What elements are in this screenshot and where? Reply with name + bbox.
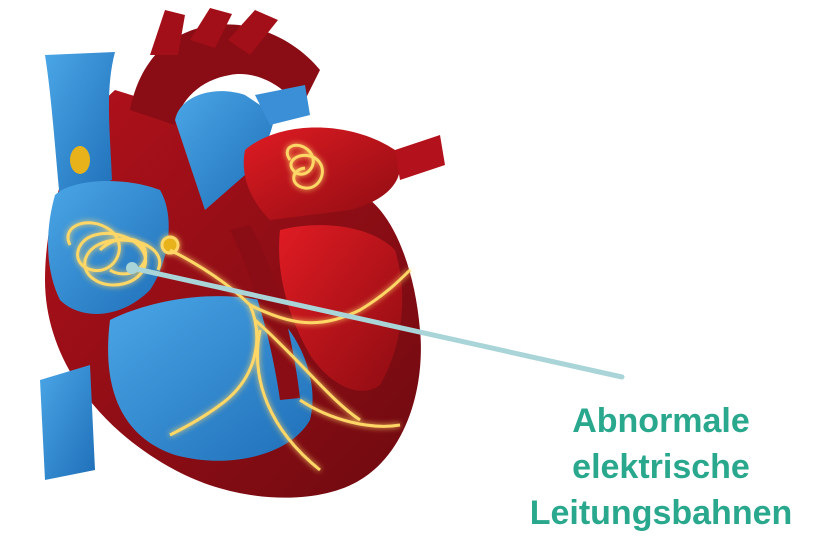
inferior-vena-cava xyxy=(40,365,95,480)
pulmonary-vein xyxy=(395,135,445,180)
sinus-node xyxy=(70,146,90,174)
callout-line-2: elektrische xyxy=(498,444,824,490)
callout-label: Abnormale elektrische Leitungsbahnen xyxy=(498,398,824,536)
callout-pointer-dot xyxy=(126,262,138,274)
callout-line-1: Abnormale xyxy=(498,398,824,444)
callout-line-3: Leitungsbahnen xyxy=(498,490,824,536)
superior-vena-cava xyxy=(45,52,115,200)
